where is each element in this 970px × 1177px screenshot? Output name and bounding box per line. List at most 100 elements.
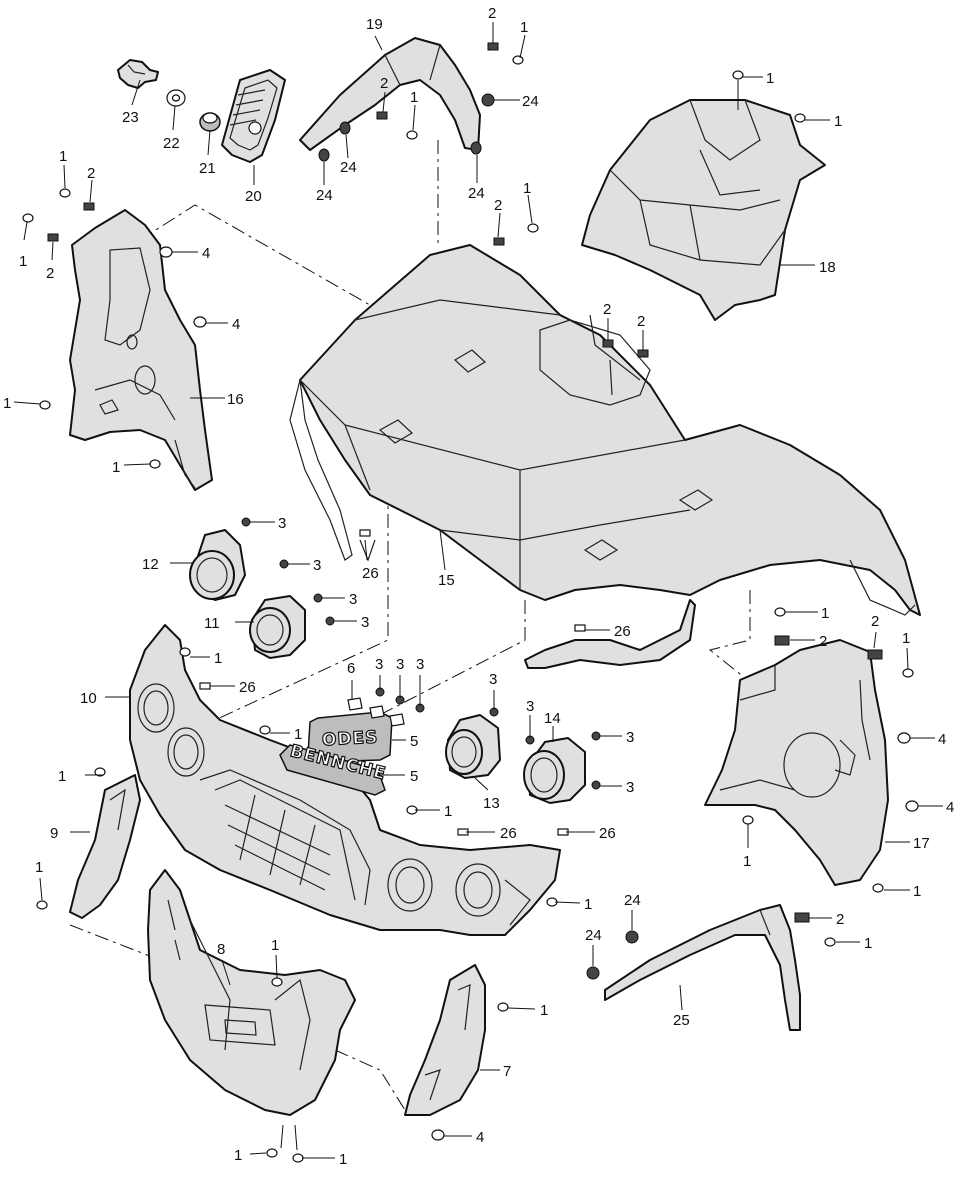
callout-4: 4 xyxy=(946,799,954,816)
callout-24: 24 xyxy=(316,187,333,204)
callout-7: 7 xyxy=(503,1063,511,1080)
callout-1: 1 xyxy=(19,253,27,270)
callout-15: 15 xyxy=(438,572,455,589)
callout-2: 2 xyxy=(871,613,879,630)
callout-1: 1 xyxy=(520,19,528,36)
part-8-skid-plate xyxy=(147,869,356,1116)
callout-20: 20 xyxy=(245,188,262,205)
callout-24: 24 xyxy=(340,159,357,176)
callout-23: 23 xyxy=(122,109,139,126)
callout-2: 2 xyxy=(819,633,827,650)
callout-16: 16 xyxy=(227,391,244,408)
callout-1: 1 xyxy=(271,937,279,954)
callout-3: 3 xyxy=(626,779,634,796)
callout-24: 24 xyxy=(522,93,539,110)
callout-5: 5 xyxy=(410,768,418,785)
callout-2: 2 xyxy=(380,75,388,92)
callout-24: 24 xyxy=(624,892,641,909)
part-5-odes-badge: ODES xyxy=(307,711,393,763)
callout-3: 3 xyxy=(313,557,321,574)
callout-4: 4 xyxy=(202,245,210,262)
callout-1: 1 xyxy=(410,89,418,106)
callout-13: 13 xyxy=(483,795,500,812)
callout-2: 2 xyxy=(494,197,502,214)
callout-1: 1 xyxy=(214,650,222,667)
callout-1: 1 xyxy=(834,113,842,130)
callout-1: 1 xyxy=(913,883,921,900)
part-19-fender-flare xyxy=(299,37,481,151)
callout-11: 11 xyxy=(204,615,220,632)
callout-3: 3 xyxy=(489,671,497,688)
part-11-headlight xyxy=(249,595,306,659)
callout-1: 1 xyxy=(864,935,872,952)
callout-9: 9 xyxy=(50,825,58,842)
callout-2: 2 xyxy=(603,301,611,318)
callout-3: 3 xyxy=(375,656,383,673)
callout-18: 18 xyxy=(819,259,836,276)
odes-badge-text: ODES xyxy=(321,728,378,751)
part-7-right-lower-panel xyxy=(404,964,486,1116)
callout-26: 26 xyxy=(239,679,256,696)
callout-1: 1 xyxy=(339,1151,347,1168)
fasteners xyxy=(22,42,919,1163)
callout-1: 1 xyxy=(523,180,531,197)
part-25-fender-flare xyxy=(604,904,801,1031)
callout-26: 26 xyxy=(614,623,631,640)
callout-25: 25 xyxy=(673,1012,690,1029)
callout-2: 2 xyxy=(637,313,645,330)
callout-2: 2 xyxy=(87,165,95,182)
callout-3: 3 xyxy=(361,614,369,631)
callout-4: 4 xyxy=(476,1129,484,1146)
callout-1: 1 xyxy=(821,605,829,622)
callout-1: 1 xyxy=(58,768,66,785)
callout-1: 1 xyxy=(743,853,751,870)
callout-1: 1 xyxy=(234,1147,242,1164)
leader-lines xyxy=(13,22,943,1159)
callout-1: 1 xyxy=(35,859,43,876)
part-26-fender-strip xyxy=(524,599,696,669)
part-17-right-side-panel xyxy=(704,639,889,886)
part-14-headlight xyxy=(523,737,586,804)
part-6-badge-clips xyxy=(347,697,405,727)
callout-4: 4 xyxy=(232,316,240,333)
callout-1: 1 xyxy=(540,1002,548,1019)
part-12-headlight xyxy=(189,529,246,601)
callout-3: 3 xyxy=(416,656,424,673)
callout-3: 3 xyxy=(526,698,534,715)
callout-1: 1 xyxy=(59,148,67,165)
callout-12: 12 xyxy=(142,556,159,573)
part-18-dash-cover xyxy=(581,99,826,321)
part-21-nut xyxy=(199,112,221,132)
part-16-left-side-panel xyxy=(69,209,213,491)
callout-24: 24 xyxy=(585,927,602,944)
callout-21: 21 xyxy=(199,160,216,177)
callout-2: 2 xyxy=(46,265,54,282)
callout-2: 2 xyxy=(836,911,844,928)
part-15-front-fender xyxy=(289,244,921,616)
part-9-left-lower-panel xyxy=(69,774,141,919)
callout-17: 17 xyxy=(913,835,930,852)
callout-26: 26 xyxy=(599,825,616,842)
callout-1: 1 xyxy=(902,630,910,647)
callout-1: 1 xyxy=(766,70,774,87)
callout-19: 19 xyxy=(366,16,383,33)
callout-5: 5 xyxy=(410,733,418,750)
callout-1: 1 xyxy=(444,803,452,820)
part-22-washer xyxy=(166,89,186,107)
callout-3: 3 xyxy=(278,515,286,532)
callout-1: 1 xyxy=(294,726,302,743)
callout-10: 10 xyxy=(80,690,97,707)
callout-3: 3 xyxy=(396,656,404,673)
callout-26: 26 xyxy=(362,565,379,582)
callout-4: 4 xyxy=(938,731,946,748)
callout-1: 1 xyxy=(112,459,120,476)
callout-3: 3 xyxy=(349,591,357,608)
callout-26: 26 xyxy=(500,825,517,842)
callout-14: 14 xyxy=(544,710,561,727)
assembly-lines xyxy=(69,140,761,1111)
part-20-mirror xyxy=(221,69,286,163)
callout-24: 24 xyxy=(468,185,485,202)
callout-3: 3 xyxy=(626,729,634,746)
